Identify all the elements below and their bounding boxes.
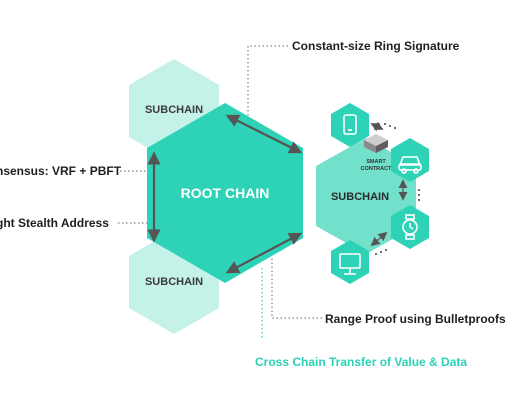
smart-contract-label-line2: CONTRACT bbox=[361, 166, 392, 172]
smart-contract-label-line1: SMART bbox=[366, 159, 386, 165]
subchain-top-label: SUBCHAIN bbox=[145, 104, 203, 116]
smart-contract-icon bbox=[364, 134, 388, 153]
arrow-phone-contract bbox=[370, 121, 384, 132]
arrow-bottom-to-right bbox=[225, 232, 303, 274]
cross-chain-label: Cross Chain Transfer of Value & Data bbox=[255, 355, 468, 369]
stealth-address-label: ght Stealth Address bbox=[0, 216, 109, 230]
dots-bottom bbox=[375, 253, 377, 255]
watch-icon bbox=[402, 214, 418, 240]
arrow-monitor-watch bbox=[370, 231, 388, 247]
dots-right bbox=[418, 189, 420, 191]
car-hex bbox=[391, 138, 429, 182]
subchain-bottom-label: SUBCHAIN bbox=[145, 276, 203, 288]
phone-icon bbox=[343, 114, 357, 135]
phone-hex bbox=[331, 103, 369, 147]
dots-top bbox=[384, 123, 386, 125]
subchain-right-label: SUBCHAIN bbox=[331, 191, 389, 203]
root-chain-label: ROOT CHAIN bbox=[181, 185, 270, 201]
monitor-icon bbox=[339, 253, 361, 275]
consensus-label: nsensus: VRF + PBFT bbox=[0, 164, 122, 178]
monitor-hex bbox=[331, 240, 369, 284]
ring-signature-label: Constant-size Ring Signature bbox=[292, 39, 460, 53]
range-proof-leader bbox=[271, 258, 322, 319]
arrow-top-to-right bbox=[225, 114, 303, 154]
car-icon bbox=[398, 156, 422, 174]
range-proof-label: Range Proof using Bulletproofs bbox=[325, 312, 506, 326]
